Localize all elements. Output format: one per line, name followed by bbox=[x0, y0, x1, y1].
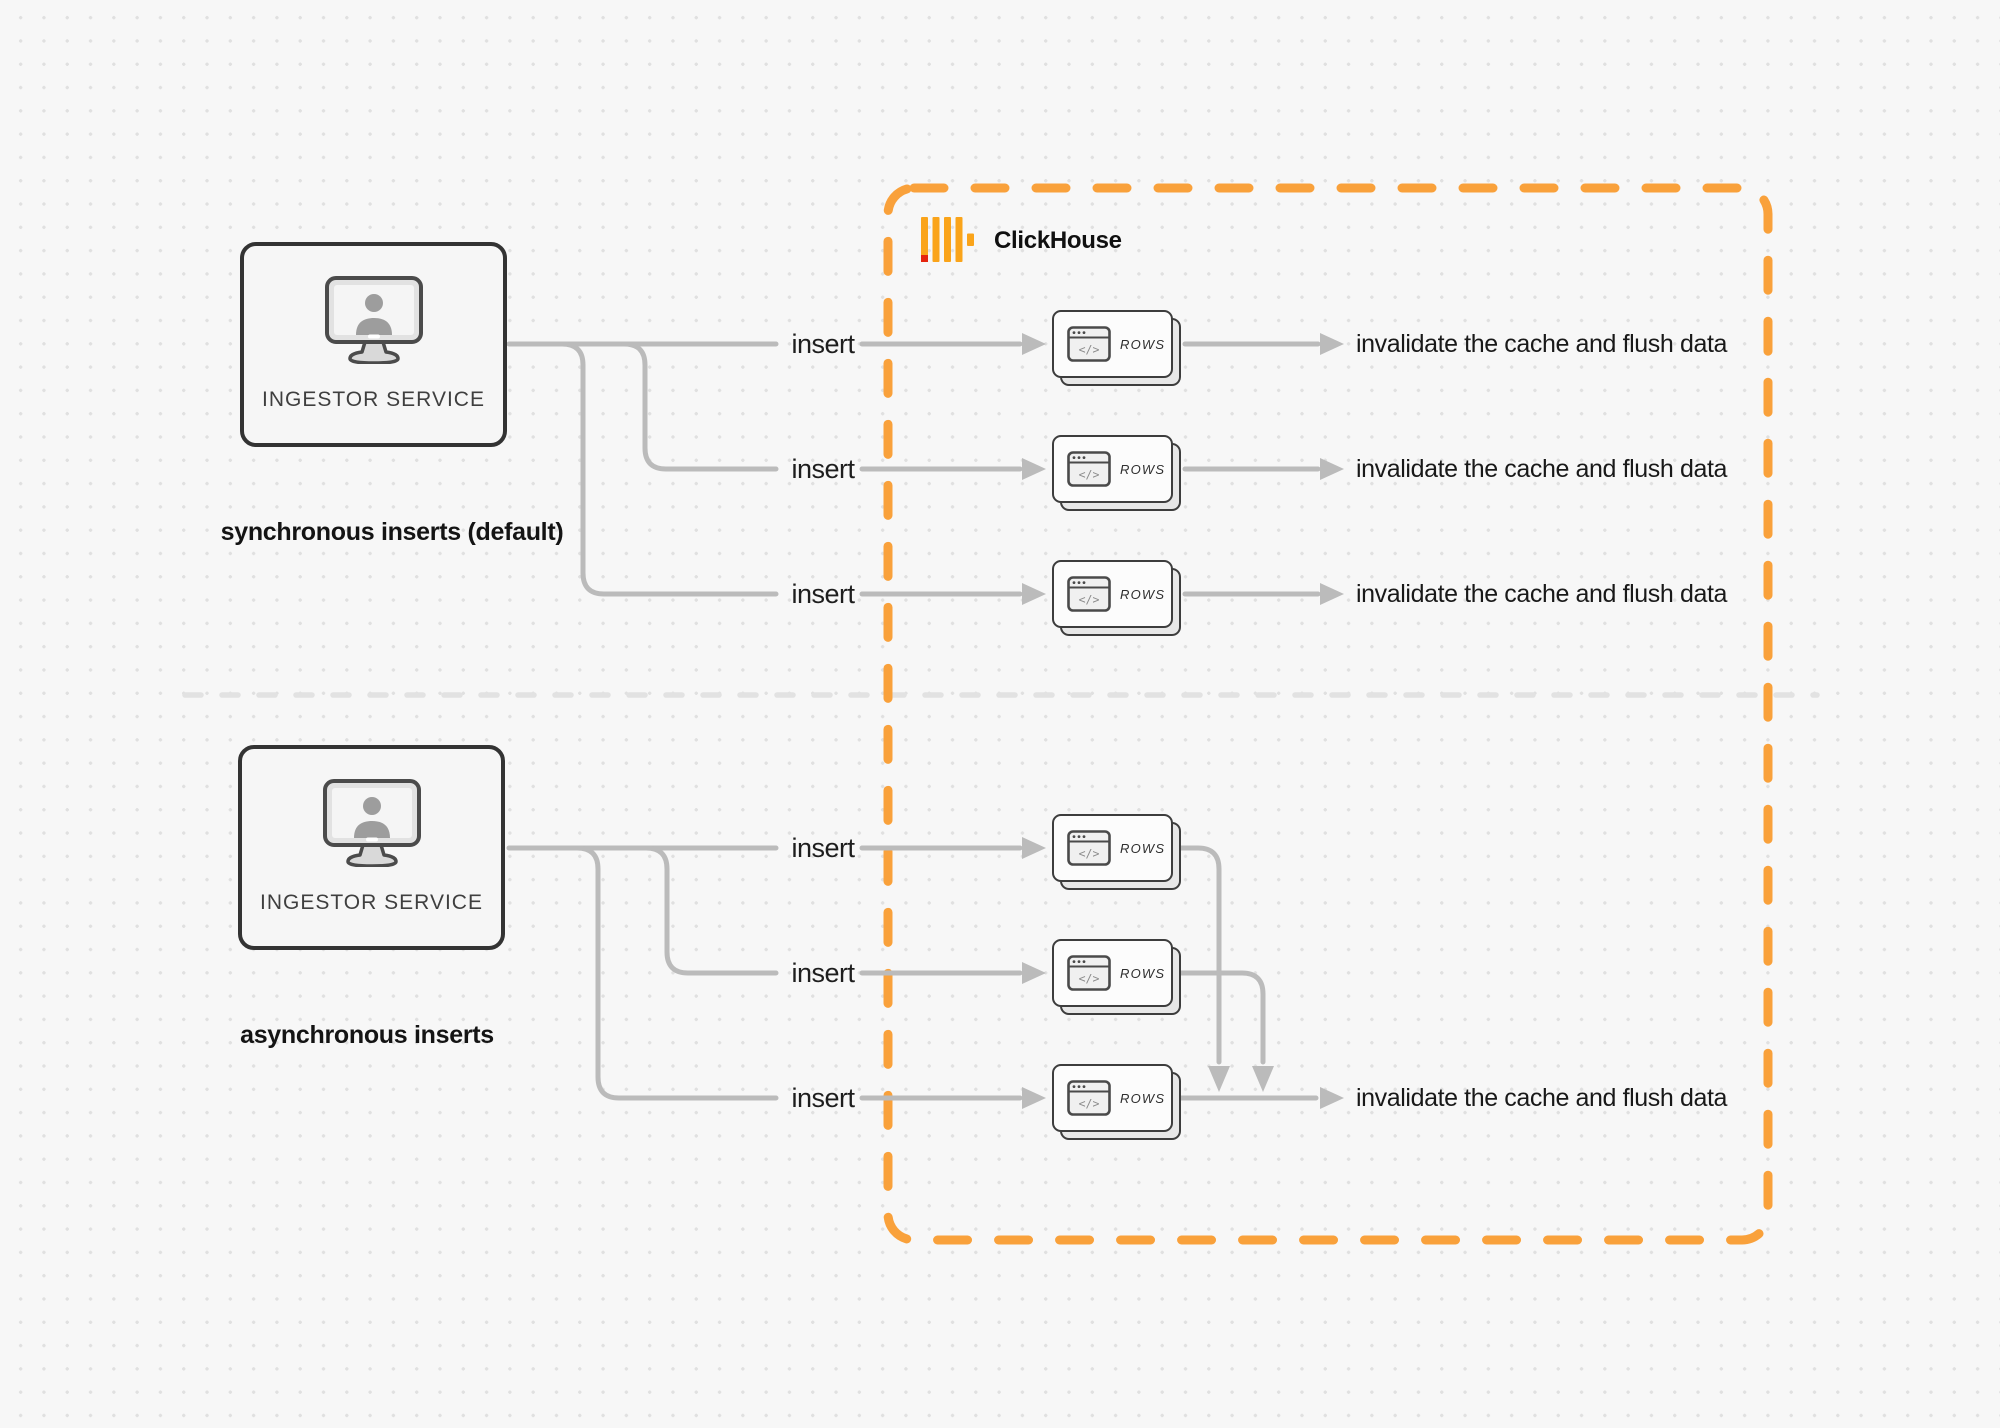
code-glyph: </> bbox=[1079, 1097, 1100, 1111]
rows-card-async-3: </> ROWS bbox=[1052, 1064, 1181, 1140]
code-window-icon: </> bbox=[1067, 576, 1111, 612]
code-glyph: </> bbox=[1079, 593, 1100, 607]
invalidate-label-sync-2: invalidate the cache and flush data bbox=[1356, 455, 1727, 483]
clickhouse-brand-text: ClickHouse bbox=[994, 227, 1122, 254]
arrowhead-async-merge-2 bbox=[1252, 1066, 1274, 1092]
card-face: </> ROWS bbox=[1052, 1064, 1173, 1132]
connector-async-branch-row3 bbox=[574, 845, 779, 1101]
rows-label: ROWS bbox=[1120, 840, 1166, 856]
code-glyph: </> bbox=[1079, 972, 1100, 986]
arrowhead-async-row2-in bbox=[1022, 962, 1046, 984]
arrowhead-sync-row2-in bbox=[1022, 458, 1046, 480]
connector-async-merge-1 bbox=[1178, 845, 1222, 1065]
ingestor-label: INGESTOR SERVICE bbox=[262, 388, 485, 411]
code-window-icon: </> bbox=[1067, 830, 1111, 866]
arrowhead-async-merge-1 bbox=[1208, 1066, 1230, 1092]
arrowheads bbox=[1022, 333, 1344, 1109]
insert-label-sync-3: insert bbox=[791, 579, 855, 609]
code-window-icon: </> bbox=[1067, 955, 1111, 991]
monitor-user-icon bbox=[324, 276, 423, 364]
code-glyph: </> bbox=[1079, 847, 1100, 861]
arrowhead-async-row3-in bbox=[1022, 1087, 1046, 1109]
invalidate-label-sync-1: invalidate the cache and flush data bbox=[1356, 330, 1727, 358]
code-glyph: </> bbox=[1079, 468, 1100, 482]
rows-label: ROWS bbox=[1120, 461, 1166, 477]
insert-label-async-1: insert bbox=[791, 833, 855, 863]
clickhouse-bars-logo bbox=[921, 217, 974, 262]
rows-label: ROWS bbox=[1120, 965, 1166, 981]
rows-card-sync-1: </> ROWS bbox=[1052, 310, 1181, 386]
invalidate-label-sync-3: invalidate the cache and flush data bbox=[1356, 580, 1727, 608]
rows-label: ROWS bbox=[1120, 586, 1166, 602]
arrowhead-sync-row1-out bbox=[1320, 333, 1344, 355]
invalidate-label-async: invalidate the cache and flush data bbox=[1356, 1084, 1727, 1112]
rows-card-async-2: </> ROWS bbox=[1052, 939, 1181, 1015]
rows-card-async-1: </> ROWS bbox=[1052, 814, 1181, 890]
code-window-icon: </> bbox=[1067, 326, 1111, 362]
arrowhead-sync-row1-in bbox=[1022, 333, 1046, 355]
code-glyph: </> bbox=[1079, 343, 1100, 357]
arrowhead-sync-row3-in bbox=[1022, 583, 1046, 605]
ingestor-node-sync: INGESTOR SERVICE bbox=[240, 242, 507, 447]
connector-sync-branch-row3 bbox=[559, 341, 779, 597]
arrowhead-sync-row2-out bbox=[1320, 458, 1344, 480]
monitor-user-icon bbox=[322, 779, 421, 867]
ingestor-node-async: INGESTOR SERVICE bbox=[238, 745, 505, 950]
ingestor-label: INGESTOR SERVICE bbox=[260, 891, 483, 914]
card-face: </> ROWS bbox=[1052, 310, 1173, 378]
arrowhead-async-row1-in bbox=[1022, 837, 1046, 859]
card-face: </> ROWS bbox=[1052, 435, 1173, 503]
clickhouse-boundary bbox=[883, 183, 1773, 1245]
code-window-icon: </> bbox=[1067, 1080, 1111, 1116]
arrowhead-async-final bbox=[1320, 1087, 1344, 1109]
connector-async-merge-2 bbox=[1178, 970, 1266, 1065]
code-window-icon: </> bbox=[1067, 451, 1111, 487]
caption-async: asynchronous inserts bbox=[240, 1021, 494, 1049]
rows-card-sync-3: </> ROWS bbox=[1052, 560, 1181, 636]
rows-label: ROWS bbox=[1120, 336, 1166, 352]
insert-label-sync-2: insert bbox=[791, 454, 855, 484]
connector-sync-branch-row2 bbox=[621, 341, 779, 472]
connector-lines bbox=[506, 341, 1321, 1101]
arrowhead-sync-row3-out bbox=[1320, 583, 1344, 605]
insert-label-sync-1: insert bbox=[791, 329, 855, 359]
card-face: </> ROWS bbox=[1052, 814, 1173, 882]
insert-label-async-3: insert bbox=[791, 1083, 855, 1113]
rows-card-sync-2: </> ROWS bbox=[1052, 435, 1181, 511]
caption-sync: synchronous inserts (default) bbox=[220, 518, 564, 546]
card-face: </> ROWS bbox=[1052, 560, 1173, 628]
card-face: </> ROWS bbox=[1052, 939, 1173, 1007]
rows-label: ROWS bbox=[1120, 1090, 1166, 1106]
insert-label-async-2: insert bbox=[791, 958, 855, 988]
connector-async-branch-row2 bbox=[643, 845, 779, 976]
